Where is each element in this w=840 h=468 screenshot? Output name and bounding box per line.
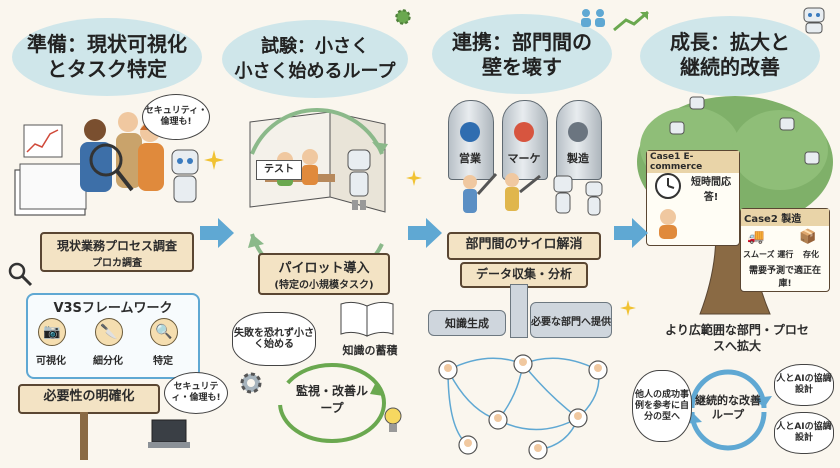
stage3-workers [463, 172, 603, 216]
person-head [84, 119, 106, 141]
silo-removal-label: 部門間のサイロ解消 [447, 232, 601, 260]
stage4-title: 成長：拡大と 継続的改善 [640, 30, 820, 80]
arrow-stage1-to-2 [200, 218, 234, 248]
case2-text: 需要予測で適正在庫! [748, 266, 821, 289]
test-board: テスト [256, 160, 302, 180]
silo-manufacturing [556, 100, 602, 180]
pilot-label-sub: (特定の小規模タスク) [274, 280, 374, 291]
framework-panel: V3Sフレームワーク [26, 293, 200, 379]
pipe-provide: 必要な部門へ提供 [530, 302, 612, 338]
silo-label-marketing: マーケ [507, 152, 541, 165]
robot-icon [171, 149, 199, 175]
sparkle-icon [204, 150, 224, 170]
person-body [80, 142, 112, 192]
target-emblem-icon [514, 122, 534, 142]
truck-icon: 🚚 [747, 229, 765, 245]
gear-emblem-icon [568, 122, 588, 142]
survey-label-text: 現状業務プロセス調査 [56, 239, 177, 253]
hai-design-bubble-top: 人とAIの協調設計 [774, 364, 834, 406]
survey-label-sub: プロカ調査 [92, 258, 142, 269]
arrow-stage2-to-3 [408, 218, 442, 248]
necessity-sign: 必要性の明確化 [18, 384, 160, 414]
case2-card: Case2 製造 🚚 📦 スムーズ 運行 存化 需要予測で適正在庫! [740, 208, 830, 292]
data-analysis-label: データ収集・分析 [460, 262, 588, 288]
gear-icon [395, 9, 411, 25]
stage1-title-line1: 準備：現状可視化 [27, 32, 187, 56]
loop-center-label: 継続的な改善ループ [695, 394, 761, 421]
box-icon: 📦 [799, 229, 817, 245]
growth-arrow-icon [613, 10, 649, 32]
case2-item-2: 存化 [803, 250, 819, 259]
sparkle-icon [620, 300, 636, 316]
security-bubble-2: セキュリティ・倫理も! [164, 372, 228, 414]
monitor-loop-arrow [278, 363, 386, 443]
title-blob-1 [12, 18, 202, 96]
camera-icon: 📷 [38, 318, 66, 346]
bulb-icon [384, 407, 402, 432]
case1-card: Case1 E-commerce 短時間応答! [646, 150, 740, 246]
security-bubble: セキュリティ・倫理も! [142, 94, 210, 140]
survey-label: 現状業務プロセス調査 プロカ調査 [40, 232, 194, 272]
title-blob-2 [222, 20, 408, 98]
sparkle-icon [406, 170, 422, 186]
framework-step-1: 可視化 [36, 356, 66, 367]
necessity-sign-text: 必要性の明確化 [43, 389, 135, 404]
silo-sales [448, 100, 494, 180]
pilot-label-text: パイロット導入 [278, 261, 370, 276]
stage1-title-line2: とタスク特定 [47, 57, 167, 81]
clock-icon [655, 173, 681, 199]
stage2-title-line1: 試験：小さく [261, 36, 369, 57]
stage1-title: 準備：現状可視化 とタスク特定 [12, 32, 202, 82]
expand-label: より広範囲な部門・プロセスへ拡大 [665, 323, 809, 353]
stage3-title-line1: 連携：部門間の [452, 30, 592, 54]
case2-item-1: スムーズ 運行 [743, 250, 794, 259]
silo-label-sales: 営業 [459, 152, 481, 165]
robot-icon [803, 7, 825, 34]
case1-text: 短時間応答! [691, 177, 731, 203]
laptop-icon [148, 419, 190, 448]
stage2-loop-arrow [248, 107, 388, 264]
stage4-title-line1: 成長：拡大と [670, 30, 790, 54]
loop-label: 監視・改善ループ [295, 384, 368, 415]
knowledge-label: 知識の蓄積 [342, 344, 398, 357]
title-blob-3 [432, 14, 612, 94]
silo-label-manufacturing: 製造 [567, 152, 589, 165]
stage3-title: 連携：部門間の 壁を壊す [432, 30, 612, 80]
pipe-knowledge: 知識生成 [428, 310, 506, 336]
fear-bubble: 失敗を恐れず小さく始める [232, 312, 316, 366]
stage2-title-line2: 小さく始めるループ [234, 61, 396, 82]
improvement-loop-arrow [684, 369, 772, 451]
framework-step-3: 特定 [153, 356, 173, 367]
robot-icon [347, 149, 371, 171]
stage3-title-line2: 壁を壊す [482, 55, 562, 79]
case2-title: Case2 製造 [741, 209, 829, 226]
sign-post [80, 412, 88, 460]
people-group-icon [581, 9, 605, 27]
chart-emblem-icon [460, 122, 480, 142]
hai-design-bubble-bottom: 人とAIの協調設計 [774, 412, 834, 454]
framework-title: V3Sフレームワーク [53, 301, 173, 316]
pilot-label: パイロット導入 (特定の小規模タスク) [258, 253, 390, 295]
person-avatar [659, 209, 677, 239]
book-icon [340, 301, 394, 337]
stage4-title-line2: 継続的改善 [680, 55, 780, 79]
chart-board-icon [23, 124, 63, 158]
pipe-stem [510, 284, 528, 338]
framework-step-2: 細分化 [93, 356, 123, 367]
case1-title: Case1 E-commerce [647, 151, 739, 173]
knife-icon: 🔪 [95, 318, 123, 346]
success-case-bubble: 他人の成功事例を参考に自分の型へ [632, 370, 692, 442]
target-search-icon: 🔍 [150, 318, 178, 346]
title-blob-4 [640, 16, 820, 96]
gear-icon [240, 372, 262, 394]
arrow-stage3-to-4 [614, 218, 648, 248]
stage2-title: 試験：小さく 小さく始めるループ [222, 34, 408, 84]
magnifier-icon [89, 143, 123, 177]
network-diagram [438, 354, 608, 460]
magnifier-small-icon [8, 262, 33, 287]
